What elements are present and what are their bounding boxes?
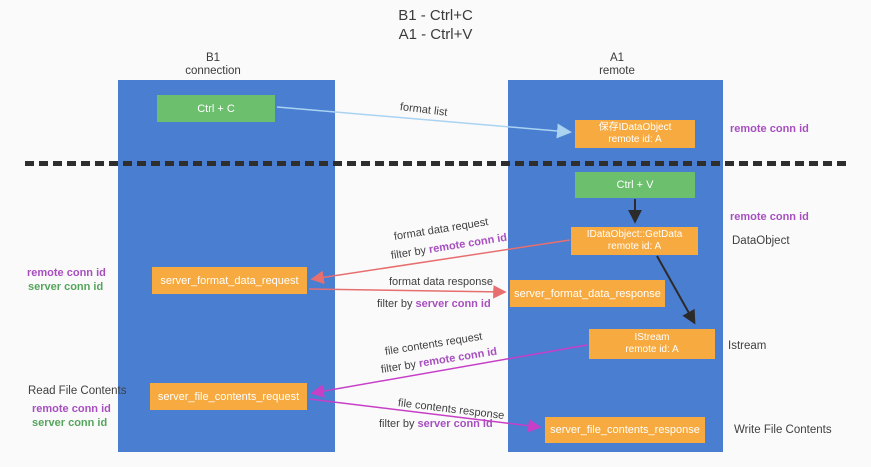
server-format-data-response-label: server_format_data_response [514, 287, 661, 300]
server-file-contents-request-label: server_file_contents_request [157, 390, 300, 403]
istream-line2: remote id: A [625, 344, 679, 355]
ctrl-c-label: Ctrl + C [197, 102, 235, 115]
ctrl-c-box: Ctrl + C [157, 95, 275, 122]
save-dataobject-line2: remote id: A [608, 134, 662, 145]
istream-annotation: Istream [728, 340, 767, 352]
copy-paste-divider [25, 161, 847, 166]
server-file-contents-response-box: server_file_contents_response [545, 417, 705, 443]
format-data-response-arrow [308, 285, 507, 299]
diagram-title: B1 - Ctrl+C A1 - Ctrl+V [0, 6, 871, 44]
format-data-response-label: format data response [389, 276, 493, 288]
lane-a1-role: remote [599, 65, 635, 77]
server-conn-id-left-top: server conn id [28, 281, 104, 293]
save-dataobject-box: 保存IDataObject remote id: A [575, 120, 695, 148]
server-file-contents-response-label: server_file_contents_response [550, 424, 700, 436]
server-conn-id-keyword: server conn id [417, 418, 493, 430]
filter-by-text: filter by [390, 244, 430, 262]
format-list-label: format list [399, 101, 449, 119]
filter-by-server-1: filter by server conn id [377, 298, 491, 310]
ctrl-v-box: Ctrl + V [575, 172, 695, 198]
istream-box: IStream remote id: A [589, 329, 715, 359]
title-line-2: A1 - Ctrl+V [398, 26, 473, 43]
lane-a1-name: A1 [609, 52, 625, 64]
ctrl-v-label: Ctrl + V [616, 179, 654, 191]
server-format-data-request-label: server_format_data_request [160, 274, 299, 287]
filter-by-server-2: filter by server conn id [379, 418, 493, 430]
remote-conn-id-left-top: remote conn id [27, 267, 106, 279]
remote-conn-id-left-bottom: remote conn id [32, 403, 111, 415]
dataobject-annotation: DataObject [732, 235, 790, 247]
filter-by-text: filter by [380, 358, 420, 376]
remote-conn-id-annotation-mid: remote conn id [730, 211, 809, 223]
title-line-1: B1 - Ctrl+C [398, 7, 473, 24]
lane-b1-role: connection [185, 65, 241, 77]
lane-b1-name: B1 [205, 52, 221, 64]
write-file-contents-annotation: Write File Contents [734, 424, 832, 436]
lane-header-a1: A1 remote [557, 52, 677, 78]
server-conn-id-left-bottom: server conn id [32, 417, 108, 429]
getdata-line1: IDataObject::GetData [586, 229, 683, 240]
server-format-data-request-box: server_format_data_request [152, 267, 307, 294]
save-dataobject-line1: 保存IDataObject [598, 122, 672, 133]
istream-line1: IStream [634, 332, 670, 343]
server-file-contents-request-box: server_file_contents_request [150, 383, 307, 410]
server-format-data-response-box: server_format_data_response [510, 280, 665, 307]
lane-header-b1: B1 connection [153, 52, 273, 78]
filter-by-text: filter by [377, 298, 416, 310]
server-conn-id-keyword: server conn id [415, 298, 491, 310]
remote-conn-id-annotation-top: remote conn id [730, 123, 809, 135]
getdata-line2: remote id: A [607, 241, 662, 252]
filter-by-text: filter by [379, 418, 418, 430]
read-file-contents-annotation: Read File Contents [28, 385, 127, 397]
getdata-box: IDataObject::GetData remote id: A [571, 227, 698, 255]
